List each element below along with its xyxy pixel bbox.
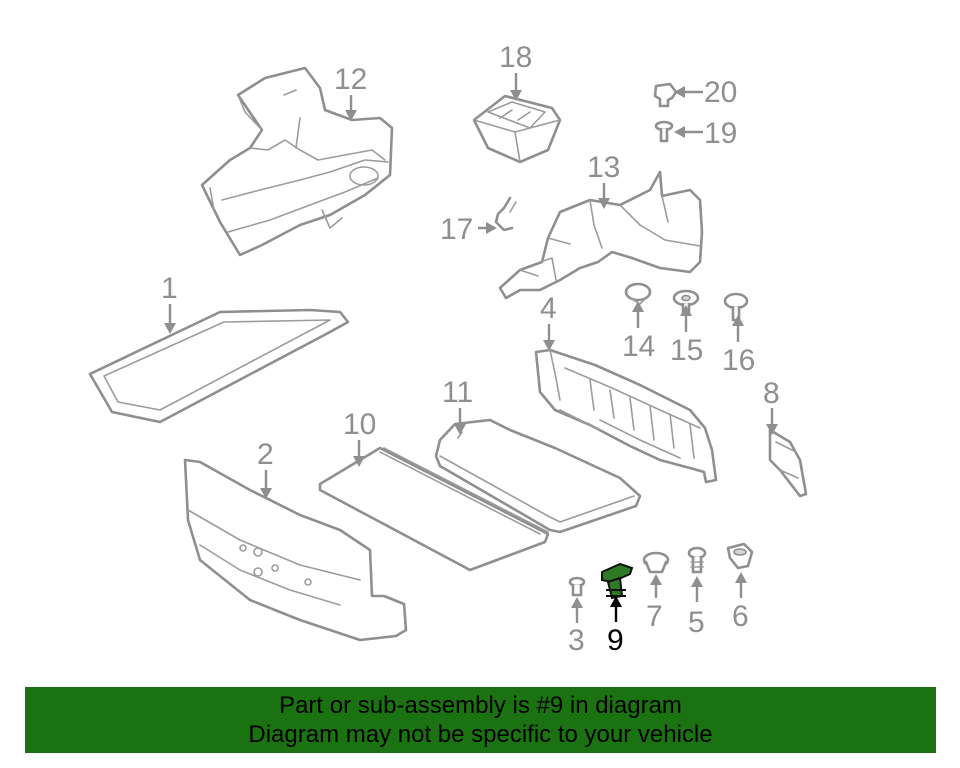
callout-10: 10 <box>343 408 376 441</box>
callout-20: 20 <box>704 76 737 109</box>
part-20-fastener <box>653 82 678 108</box>
banner-line-2: Diagram may not be specific to your vehi… <box>248 721 713 748</box>
part-19-fastener <box>654 120 674 143</box>
part-1-floor-mat <box>88 308 350 424</box>
part-7-cap <box>642 551 670 574</box>
callout-13: 13 <box>587 151 620 184</box>
leader-arrows <box>164 73 778 623</box>
part-16-clip <box>723 292 749 322</box>
callout-15: 15 <box>670 334 703 367</box>
callout-1: 1 <box>161 272 178 305</box>
callout-labels: 12 18 17 20 19 13 1 4 14 15 16 8 11 10 2… <box>161 41 780 657</box>
callout-12: 12 <box>334 63 367 96</box>
callout-3: 3 <box>568 624 585 657</box>
part-11-floor-board <box>434 418 642 534</box>
callout-14: 14 <box>622 330 655 363</box>
part-12-trim-panel <box>200 66 394 257</box>
banner-line-1: Part or sub-assembly is #9 in diagram <box>279 692 682 719</box>
info-banner: Part or sub-assembly is #9 in diagram Di… <box>25 687 936 753</box>
callout-5: 5 <box>688 606 705 639</box>
callout-19: 19 <box>704 117 737 150</box>
callout-9-highlighted: 9 <box>607 624 624 657</box>
part-5-screw <box>687 546 707 574</box>
part-2-large-panel <box>183 458 408 642</box>
part-4-sill-trim <box>534 348 718 484</box>
callout-7: 7 <box>646 600 663 633</box>
parts-diagram: 12 18 17 20 19 13 1 4 14 15 16 8 11 10 2… <box>88 41 808 657</box>
callout-16: 16 <box>722 344 755 377</box>
part-17-clip <box>494 196 517 232</box>
callout-2: 2 <box>257 438 274 471</box>
callout-4: 4 <box>540 292 557 325</box>
part-8-bracket <box>768 428 808 498</box>
part-6-plug <box>726 542 754 570</box>
part-13-side-trim <box>498 170 704 300</box>
part-3-fastener <box>568 576 586 597</box>
callout-17: 17 <box>440 213 473 246</box>
part-14-clip <box>624 282 652 305</box>
part-9-clip-highlighted <box>601 562 634 600</box>
callout-8: 8 <box>763 377 780 410</box>
callout-11: 11 <box>442 376 473 409</box>
callout-6: 6 <box>732 600 749 633</box>
callout-18: 18 <box>499 41 532 74</box>
part-10-panel <box>318 446 550 572</box>
part-18-storage-box <box>472 94 562 164</box>
